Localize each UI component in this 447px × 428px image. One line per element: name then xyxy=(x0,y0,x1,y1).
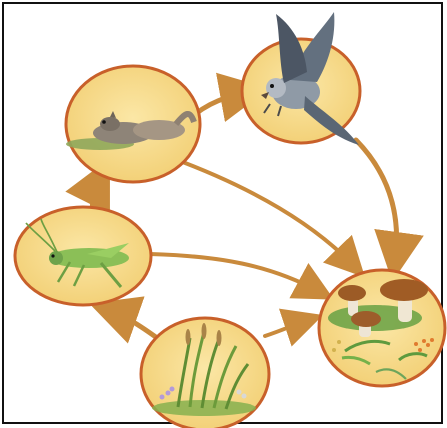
node-decomposers xyxy=(319,270,445,386)
arrow-grasshopper-to-decomposers xyxy=(150,254,320,292)
node-owl xyxy=(242,12,360,145)
node-grass xyxy=(141,318,269,428)
node-grasshopper xyxy=(15,207,151,305)
arrow-squirrel-to-decomposers xyxy=(172,158,354,266)
arrow-grass-to-decomposers xyxy=(265,320,308,336)
arrow-owl-to-decomposers xyxy=(356,140,397,262)
node-squirrel xyxy=(66,66,200,182)
